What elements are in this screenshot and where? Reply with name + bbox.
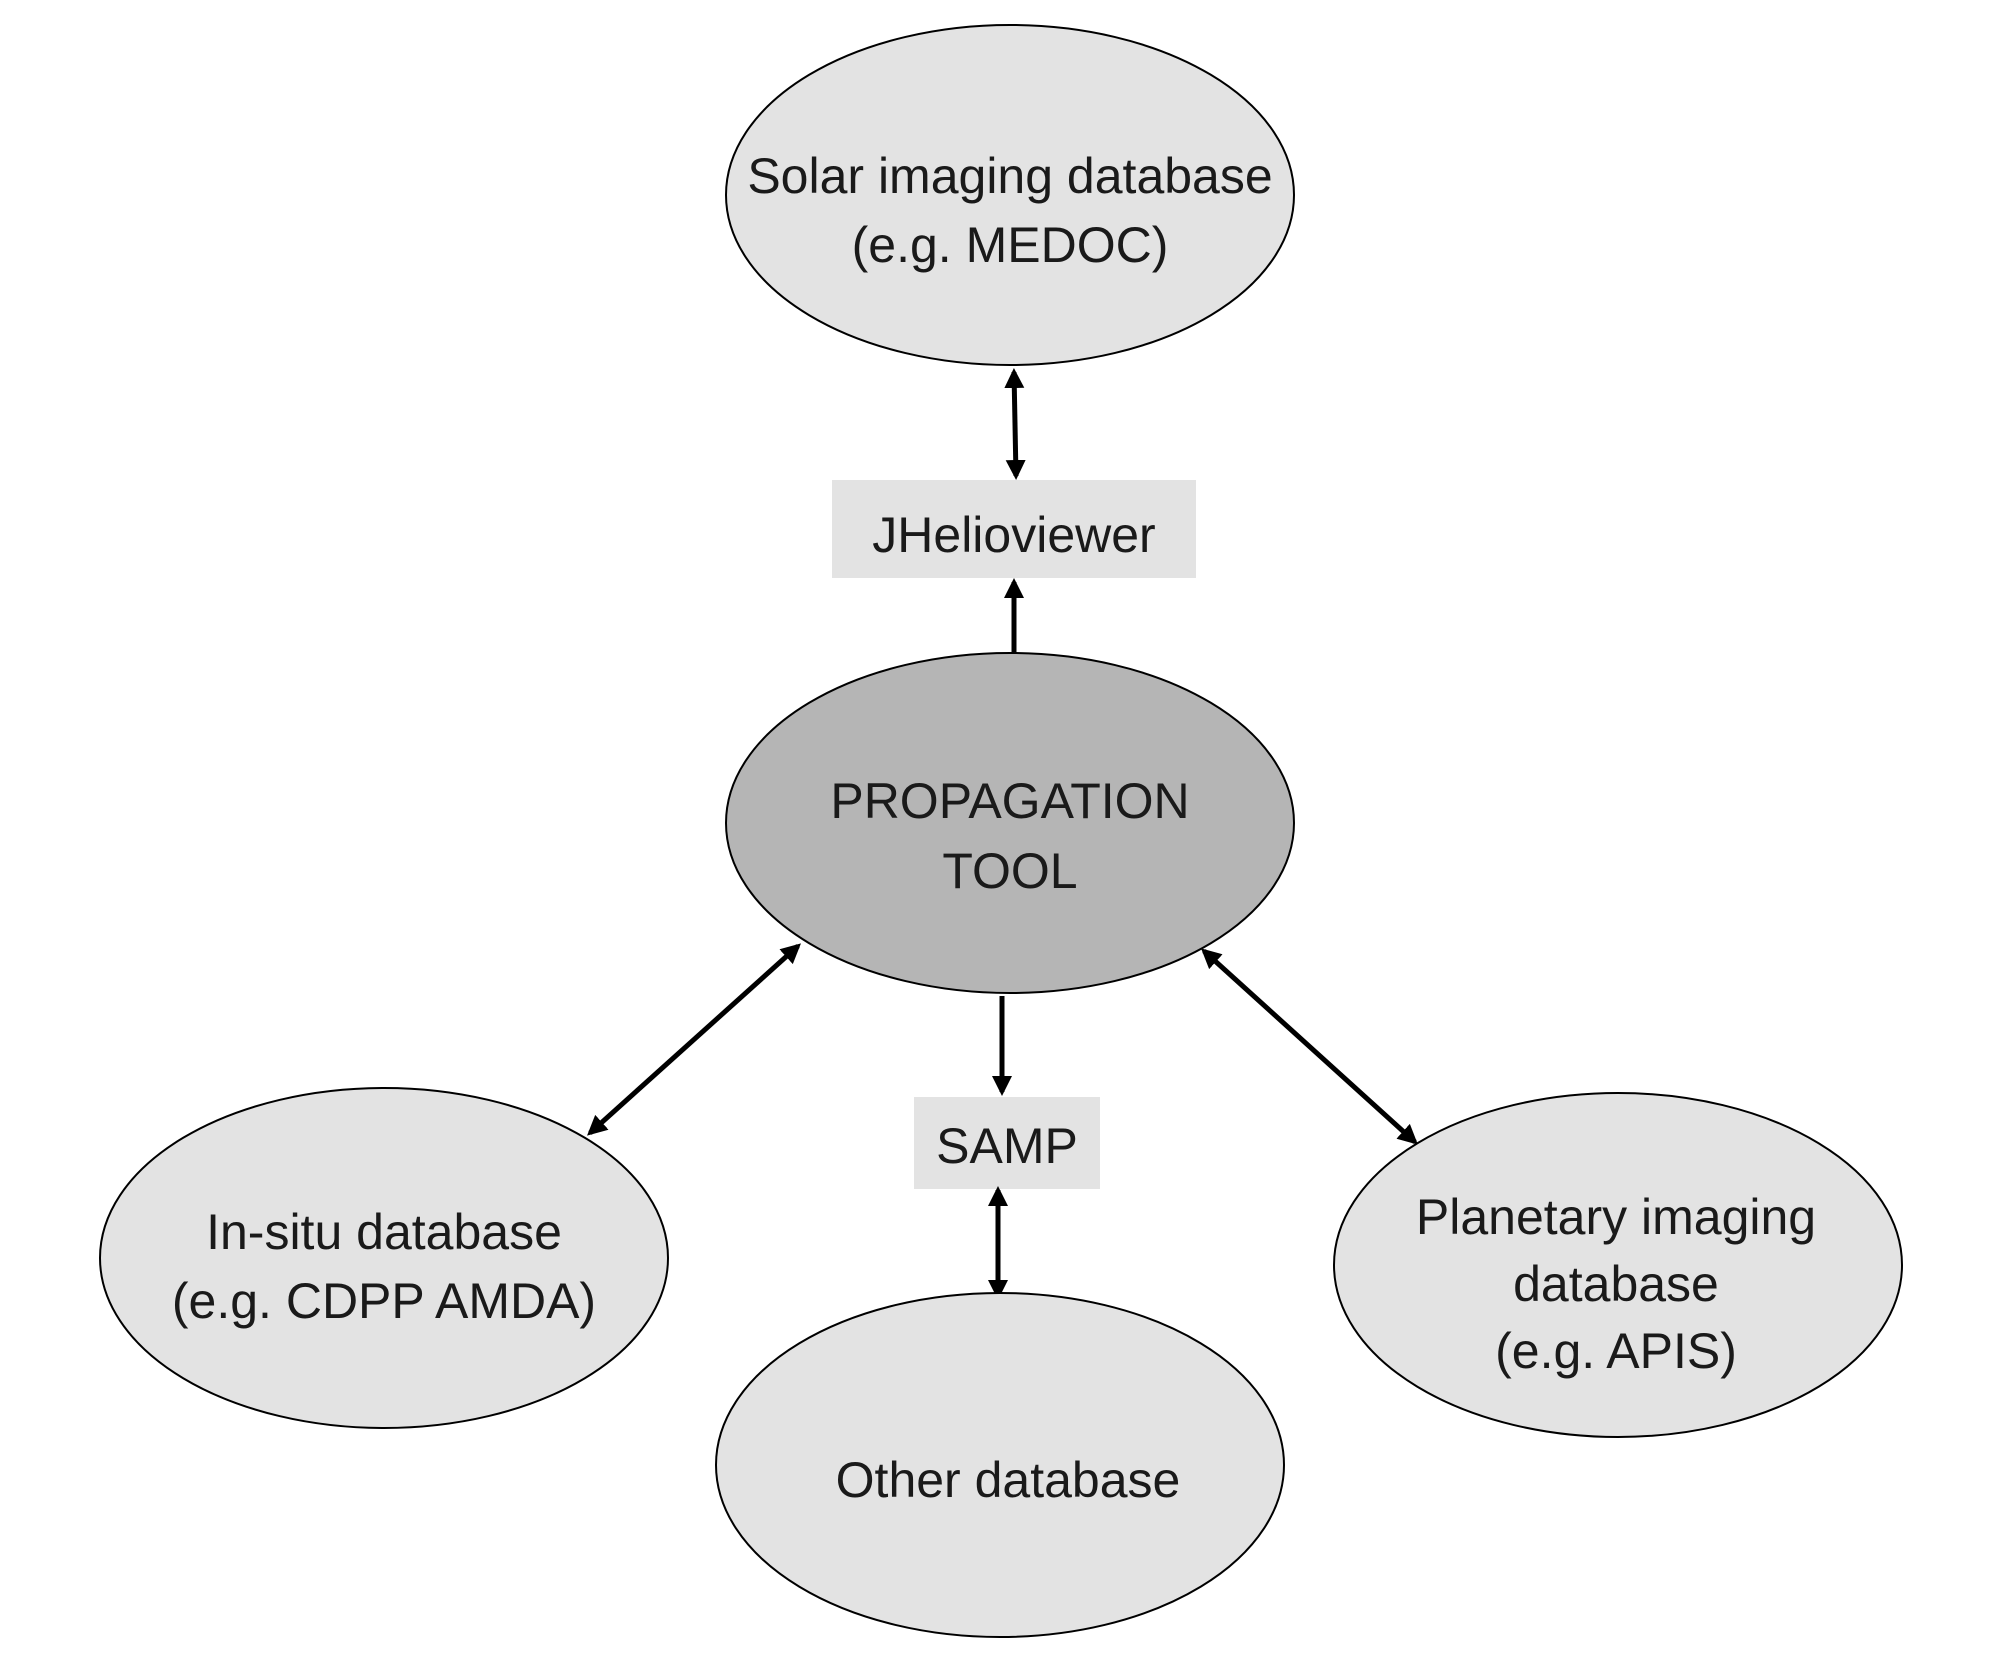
node-insitu-database: In-situ database (e.g. CDPP AMDA) [99,1087,669,1429]
insitu-ellipse [99,1087,669,1429]
node-other-database: Other database [715,1292,1285,1638]
arrow-propagation-insitu [587,943,801,1136]
planetary-label-line1: Planetary imaging [1416,1189,1816,1245]
node-planetary-database: Planetary imaging database (e.g. APIS) [1333,1092,1903,1438]
propagation-label-line2: TOOL [942,843,1077,899]
solar-ellipse [725,24,1295,366]
node-solar-imaging-database: Solar imaging database (e.g. MEDOC) [725,24,1295,366]
insitu-label-line2: (e.g. CDPP AMDA) [172,1273,596,1329]
planetary-ellipse [1333,1092,1903,1438]
node-propagation-tool: PROPAGATION TOOL [725,652,1295,994]
planetary-label-line3: (e.g. APIS) [1495,1323,1737,1379]
solar-label-line1: Solar imaging database [747,148,1272,204]
samp-rect [914,1097,1100,1189]
jhelioviewer-label: JHelioviewer [872,507,1155,563]
solar-label-line2: (e.g. MEDOC) [852,217,1169,273]
connector-jhelioviewer-box: JHelioviewer [832,480,1196,578]
arrow-propagation-planetary [1201,948,1418,1145]
insitu-label-line1: In-situ database [206,1204,562,1260]
jhelioviewer-rect [832,480,1196,578]
other-label-line1: Other database [836,1452,1181,1508]
samp-label: SAMP [936,1118,1078,1174]
planetary-label-line2: database [1513,1256,1719,1312]
propagation-label-line1: PROPAGATION [830,773,1189,829]
propagation-ellipse [725,652,1295,994]
connector-samp-box: SAMP [914,1097,1100,1189]
arrow-solar-jhelioviewer [1004,368,1026,480]
other-ellipse [715,1292,1285,1638]
